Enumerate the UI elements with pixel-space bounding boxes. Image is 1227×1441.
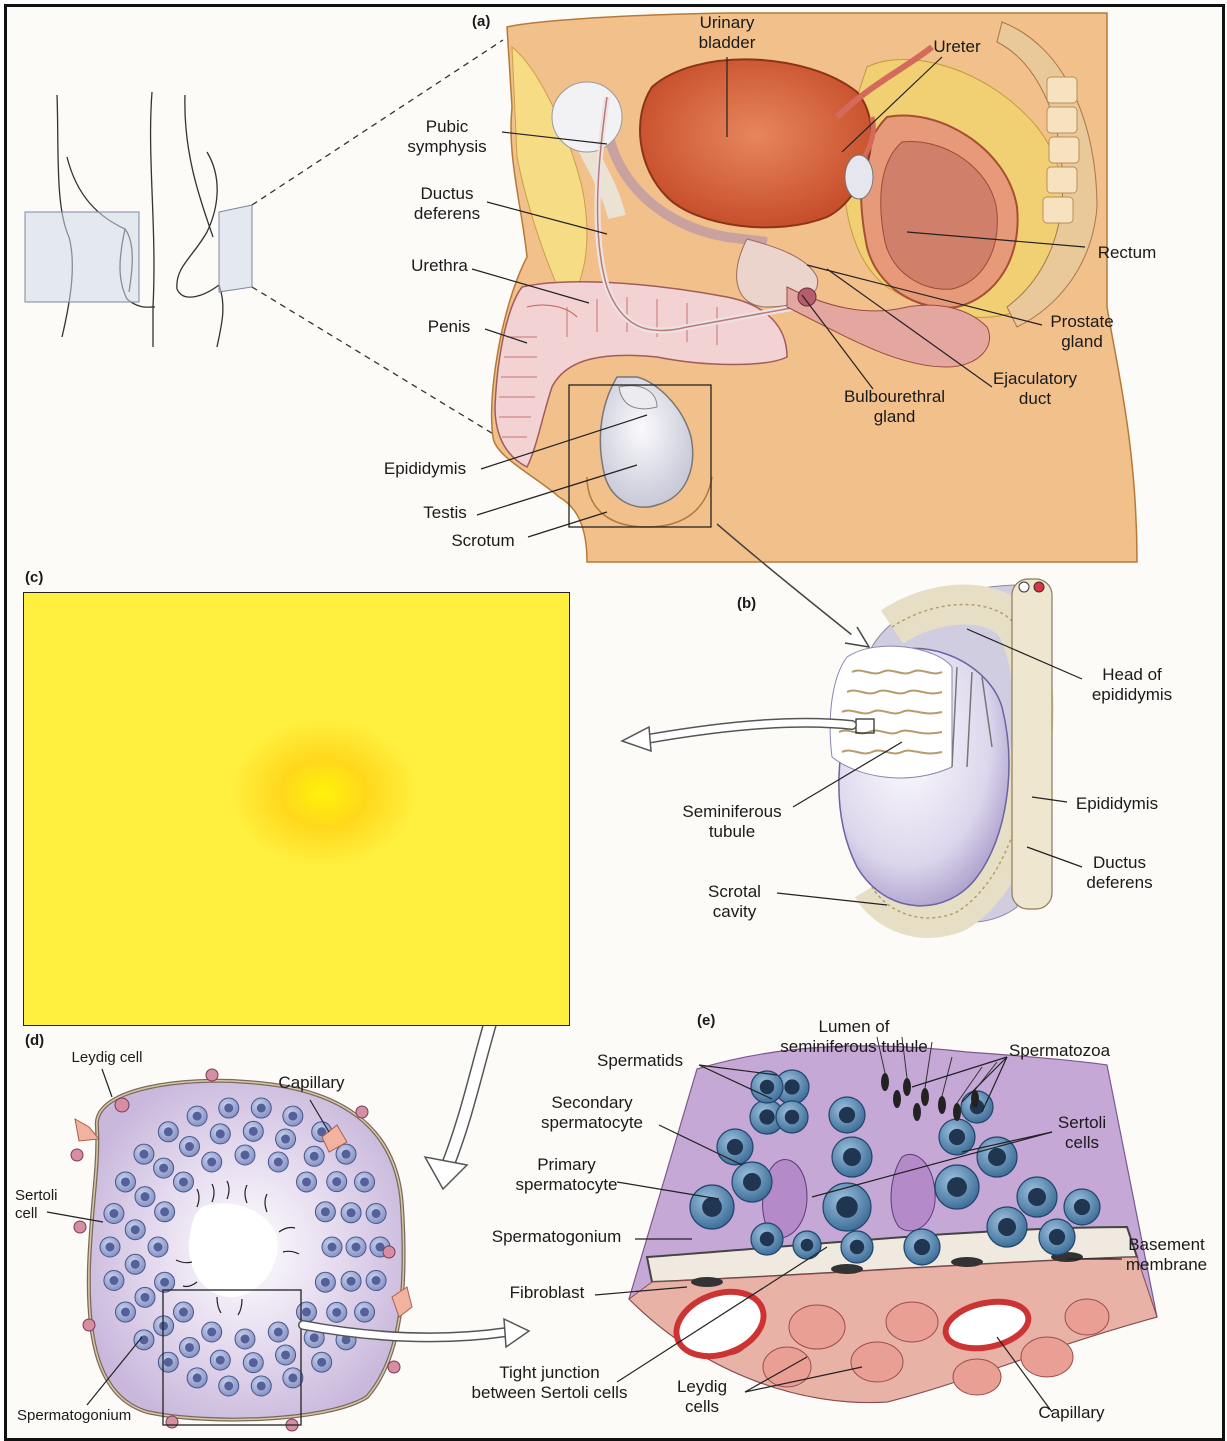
label-rectum: Rectum <box>1087 243 1167 263</box>
section-plane-left <box>25 212 139 302</box>
label-sertoli-cells: Sertoli cells <box>1047 1113 1117 1153</box>
label-spermatogonium-d: Spermatogonium <box>17 1407 157 1425</box>
label-leydig-cells: Leydig cells <box>667 1377 737 1417</box>
label-epididymis-b: Epididymis <box>1067 794 1167 814</box>
label-primary-spermatocyte: Primary spermatocyte <box>499 1155 634 1195</box>
figure-frame: (a) (b) (c) (d) (e) Urinary bladder Uret… <box>4 4 1225 1441</box>
label-testis: Testis <box>415 503 475 523</box>
label-seminiferous-tubule-b: Seminiferous tubule <box>672 802 792 842</box>
section-plane-right <box>219 205 252 292</box>
label-prostate-gland: Prostate gland <box>1037 312 1127 352</box>
label-capillary-d: Capillary <box>269 1073 354 1093</box>
tubule-cross-section <box>71 1069 412 1431</box>
label-spermatids: Spermatids <box>585 1051 695 1071</box>
label-urinary-bladder: Urinary bladder <box>677 13 777 53</box>
label-ejaculatory-duct: Ejaculatory duct <box>985 369 1085 409</box>
label-scrotum: Scrotum <box>443 531 523 551</box>
label-bulbourethral-gland: Bulbourethral gland <box>832 387 957 427</box>
label-ureter: Ureter <box>922 37 992 57</box>
label-sertoli-cell: Sertoli cell <box>15 1187 55 1223</box>
label-ductus-deferens-a: Ductus deferens <box>402 184 492 224</box>
label-head-of-epididymis: Head of epididymis <box>1077 665 1187 705</box>
label-fibroblast: Fibroblast <box>502 1283 592 1303</box>
zoom-line-bottom <box>252 287 495 435</box>
label-tight-junction: Tight junction between Sertoli cells <box>462 1363 637 1403</box>
label-epididymis-a: Epididymis <box>375 459 475 479</box>
label-lumen: Lumen of seminiferous tubule <box>759 1017 949 1057</box>
testis-section <box>830 579 1052 922</box>
panel-label-a: (a) <box>472 13 490 30</box>
label-leydig-cell: Leydig cell <box>57 1049 157 1067</box>
panel-label-c: (c) <box>25 569 43 586</box>
label-capillary-e: Capillary <box>1029 1403 1114 1423</box>
panel-label-d: (d) <box>25 1032 44 1049</box>
label-spermatozoa: Spermatozoa <box>997 1041 1122 1061</box>
label-pubic-symphysis: Pubic symphysis <box>402 117 492 157</box>
panel-label-b: (b) <box>737 595 756 612</box>
label-basement-membrane: Basement membrane <box>1119 1235 1214 1275</box>
label-secondary-spermatocyte: Secondary spermatocyte <box>527 1093 657 1133</box>
label-spermatogonium-e: Spermatogonium <box>479 1227 634 1247</box>
seminiferous-wedge <box>629 1037 1157 1403</box>
label-scrotal-cavity: Scrotal cavity <box>697 882 772 922</box>
panel-label-e: (e) <box>697 1012 715 1029</box>
tubule-micrograph <box>23 592 570 1026</box>
label-penis: Penis <box>419 317 479 337</box>
label-ductus-deferens-b: Ductus deferens <box>1077 853 1162 893</box>
label-urethra: Urethra <box>402 256 477 276</box>
